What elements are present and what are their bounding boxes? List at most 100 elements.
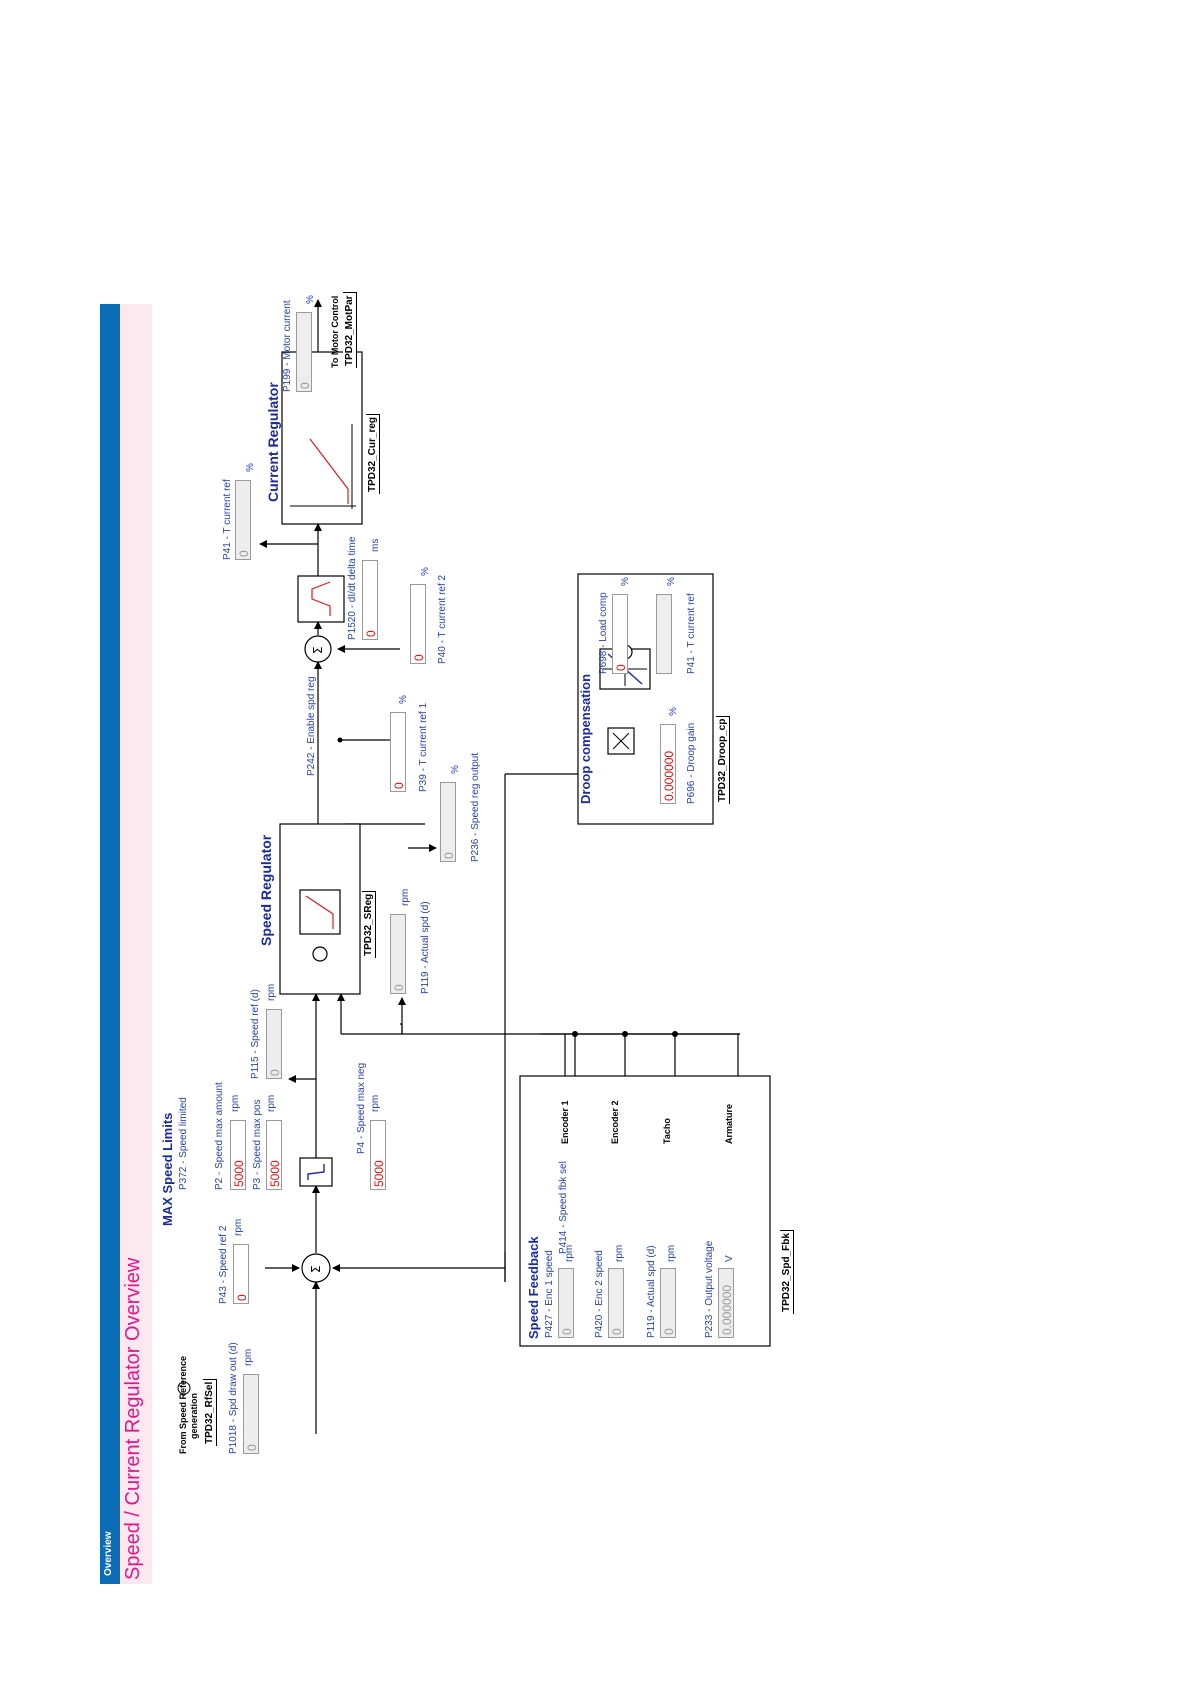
p119a-unit: rpm: [400, 888, 411, 906]
mult-x2: [612, 732, 630, 750]
speed-feedback-title: Speed Feedback: [526, 1236, 541, 1339]
p41b-field[interactable]: [656, 594, 672, 674]
tag-rfsel: TPD32_RfSel: [203, 1378, 217, 1446]
didt-curve: [311, 581, 331, 616]
p3-unit: rpm: [266, 1094, 277, 1112]
p41a-field[interactable]: 0: [235, 480, 251, 560]
p119a-field[interactable]: 0: [390, 914, 406, 994]
sreg-curve: [305, 895, 334, 929]
bus-dot-1: [572, 1031, 578, 1037]
curreg-curve: [309, 438, 349, 504]
from-ref-note-1: From Speed Reference: [178, 1355, 188, 1454]
didt-block: [297, 575, 345, 623]
p427-label: P427 - Enc 1 speed: [544, 1250, 555, 1338]
signal-encoder2: Encoder 2: [610, 1100, 620, 1144]
p43-field[interactable]: 0: [233, 1244, 249, 1304]
signal-tacho: Tacho: [662, 1118, 672, 1144]
p233-field[interactable]: 0.000000: [718, 1268, 734, 1338]
p1018-label: P1018 - Spd draw out (d): [228, 1342, 239, 1454]
p233-label: P233 - Output voltage: [704, 1240, 715, 1338]
bus-dot-2: [622, 1031, 628, 1037]
sreg-sum-node: [312, 946, 328, 962]
droop-compensation-block: [577, 573, 714, 825]
to-motor-note: To Motor Control: [330, 295, 340, 368]
speed-regulator-title: Speed Regulator: [258, 834, 274, 946]
current-regulator-block: [281, 351, 363, 525]
p372-label: P372 - Speed limited: [178, 1097, 189, 1190]
limiter-block: [299, 1157, 333, 1187]
p236-field[interactable]: 0: [440, 782, 456, 862]
p2-label: P2 - Speed max amount: [214, 1082, 225, 1190]
signal-armature: Armature: [724, 1103, 734, 1144]
p119b-label: P119 - Actual spd (d): [646, 1245, 657, 1338]
p698-field[interactable]: 0: [612, 594, 628, 674]
p414-label: P414 - Speed fbk sel: [558, 1161, 569, 1254]
p236-label: P236 - Speed reg output: [470, 753, 481, 862]
p39-field[interactable]: 0: [390, 712, 406, 792]
p1520-field[interactable]: 0: [362, 560, 378, 640]
p698-label: P698 - Load comp: [598, 592, 609, 674]
p233-unit: V: [724, 1255, 735, 1262]
p2-field[interactable]: 5000: [230, 1120, 246, 1190]
p40-field[interactable]: 0: [410, 584, 426, 664]
speed-feedback-block: [519, 1075, 771, 1347]
p1018-field[interactable]: 0: [243, 1374, 259, 1454]
p115-label: P115 - Speed ref (d): [250, 989, 261, 1079]
p119b-unit: rpm: [666, 1244, 677, 1262]
p39-unit: %: [398, 695, 409, 704]
tag-droop-cp: TPD32_Droop_cp: [716, 715, 730, 804]
p199-field[interactable]: 0: [296, 312, 312, 392]
p41a-unit: %: [245, 463, 256, 472]
p698-unit: %: [620, 577, 631, 586]
bus-dot-3: [672, 1031, 678, 1037]
p39-label: P39 - T current ref 1: [418, 702, 429, 792]
p119b-field[interactable]: 0: [660, 1268, 676, 1338]
p115-unit: rpm: [266, 983, 277, 1001]
p696-label: P696 - Droop gain: [686, 722, 697, 804]
p40-unit: %: [420, 567, 431, 576]
p43-label: P43 - Speed ref 2: [218, 1225, 229, 1304]
p242-label: P242 - Enable spd reg: [306, 676, 317, 776]
speed-limited-indicator: [177, 1381, 191, 1395]
p420-label: P420 - Enc 2 speed: [594, 1250, 605, 1338]
p4-unit: rpm: [370, 1094, 381, 1112]
limiter-curve: [307, 1164, 325, 1180]
p115-field[interactable]: 0: [266, 1009, 282, 1079]
p236-unit: %: [450, 765, 461, 774]
signal-encoder1: Encoder 1: [560, 1100, 570, 1144]
tag-sreg: TPD32_SReg: [362, 890, 376, 958]
p420-unit: rpm: [614, 1244, 625, 1262]
p1018-unit: rpm: [243, 1348, 254, 1366]
p696-field[interactable]: 0.000000: [660, 724, 676, 804]
max-speed-limits-title: MAX Speed Limits: [160, 1112, 175, 1226]
p3-label: P3 - Speed max pos: [252, 1099, 263, 1190]
tag-spd-fbk: TPD32_Spd_Fbk: [780, 1230, 794, 1314]
p3-field[interactable]: 5000: [266, 1120, 282, 1190]
p4-field[interactable]: 5000: [370, 1120, 386, 1190]
p41b-label: P41 - T current ref: [686, 593, 697, 674]
p41b-unit: %: [666, 577, 677, 586]
p242-dot: [337, 737, 343, 743]
p41a-label: P41 - T current ref: [222, 479, 233, 560]
p199-unit: %: [305, 295, 316, 304]
tag-motpar: TPD32_MotPar: [343, 292, 357, 368]
p427-field[interactable]: 0: [558, 1268, 574, 1338]
p40-label: P40 - T current ref 2: [437, 574, 448, 664]
p2-unit: rpm: [230, 1094, 241, 1112]
p43-unit: rpm: [233, 1218, 244, 1236]
from-ref-note-2: generation: [189, 1392, 199, 1439]
sigma-current: Σ: [311, 646, 325, 654]
p696-unit: %: [668, 707, 679, 716]
droop-compensation-title: Droop compensation: [578, 673, 593, 804]
p119a-label: P119 - Actual spd (d): [420, 901, 431, 994]
sreg-pi-box: [299, 889, 341, 935]
p4-label: P4 - Speed max neg: [356, 1062, 367, 1154]
current-regulator-title: Current Regulator: [265, 382, 281, 502]
p1520-unit: ms: [370, 538, 381, 552]
sigma-speed: Σ: [309, 1265, 323, 1273]
p1520-label: P1520 - dI/dt delta time: [347, 536, 358, 640]
p420-field[interactable]: 0: [608, 1268, 624, 1338]
sum-node-current: [304, 635, 332, 663]
p199-label: P199 - Motor current: [282, 300, 293, 392]
